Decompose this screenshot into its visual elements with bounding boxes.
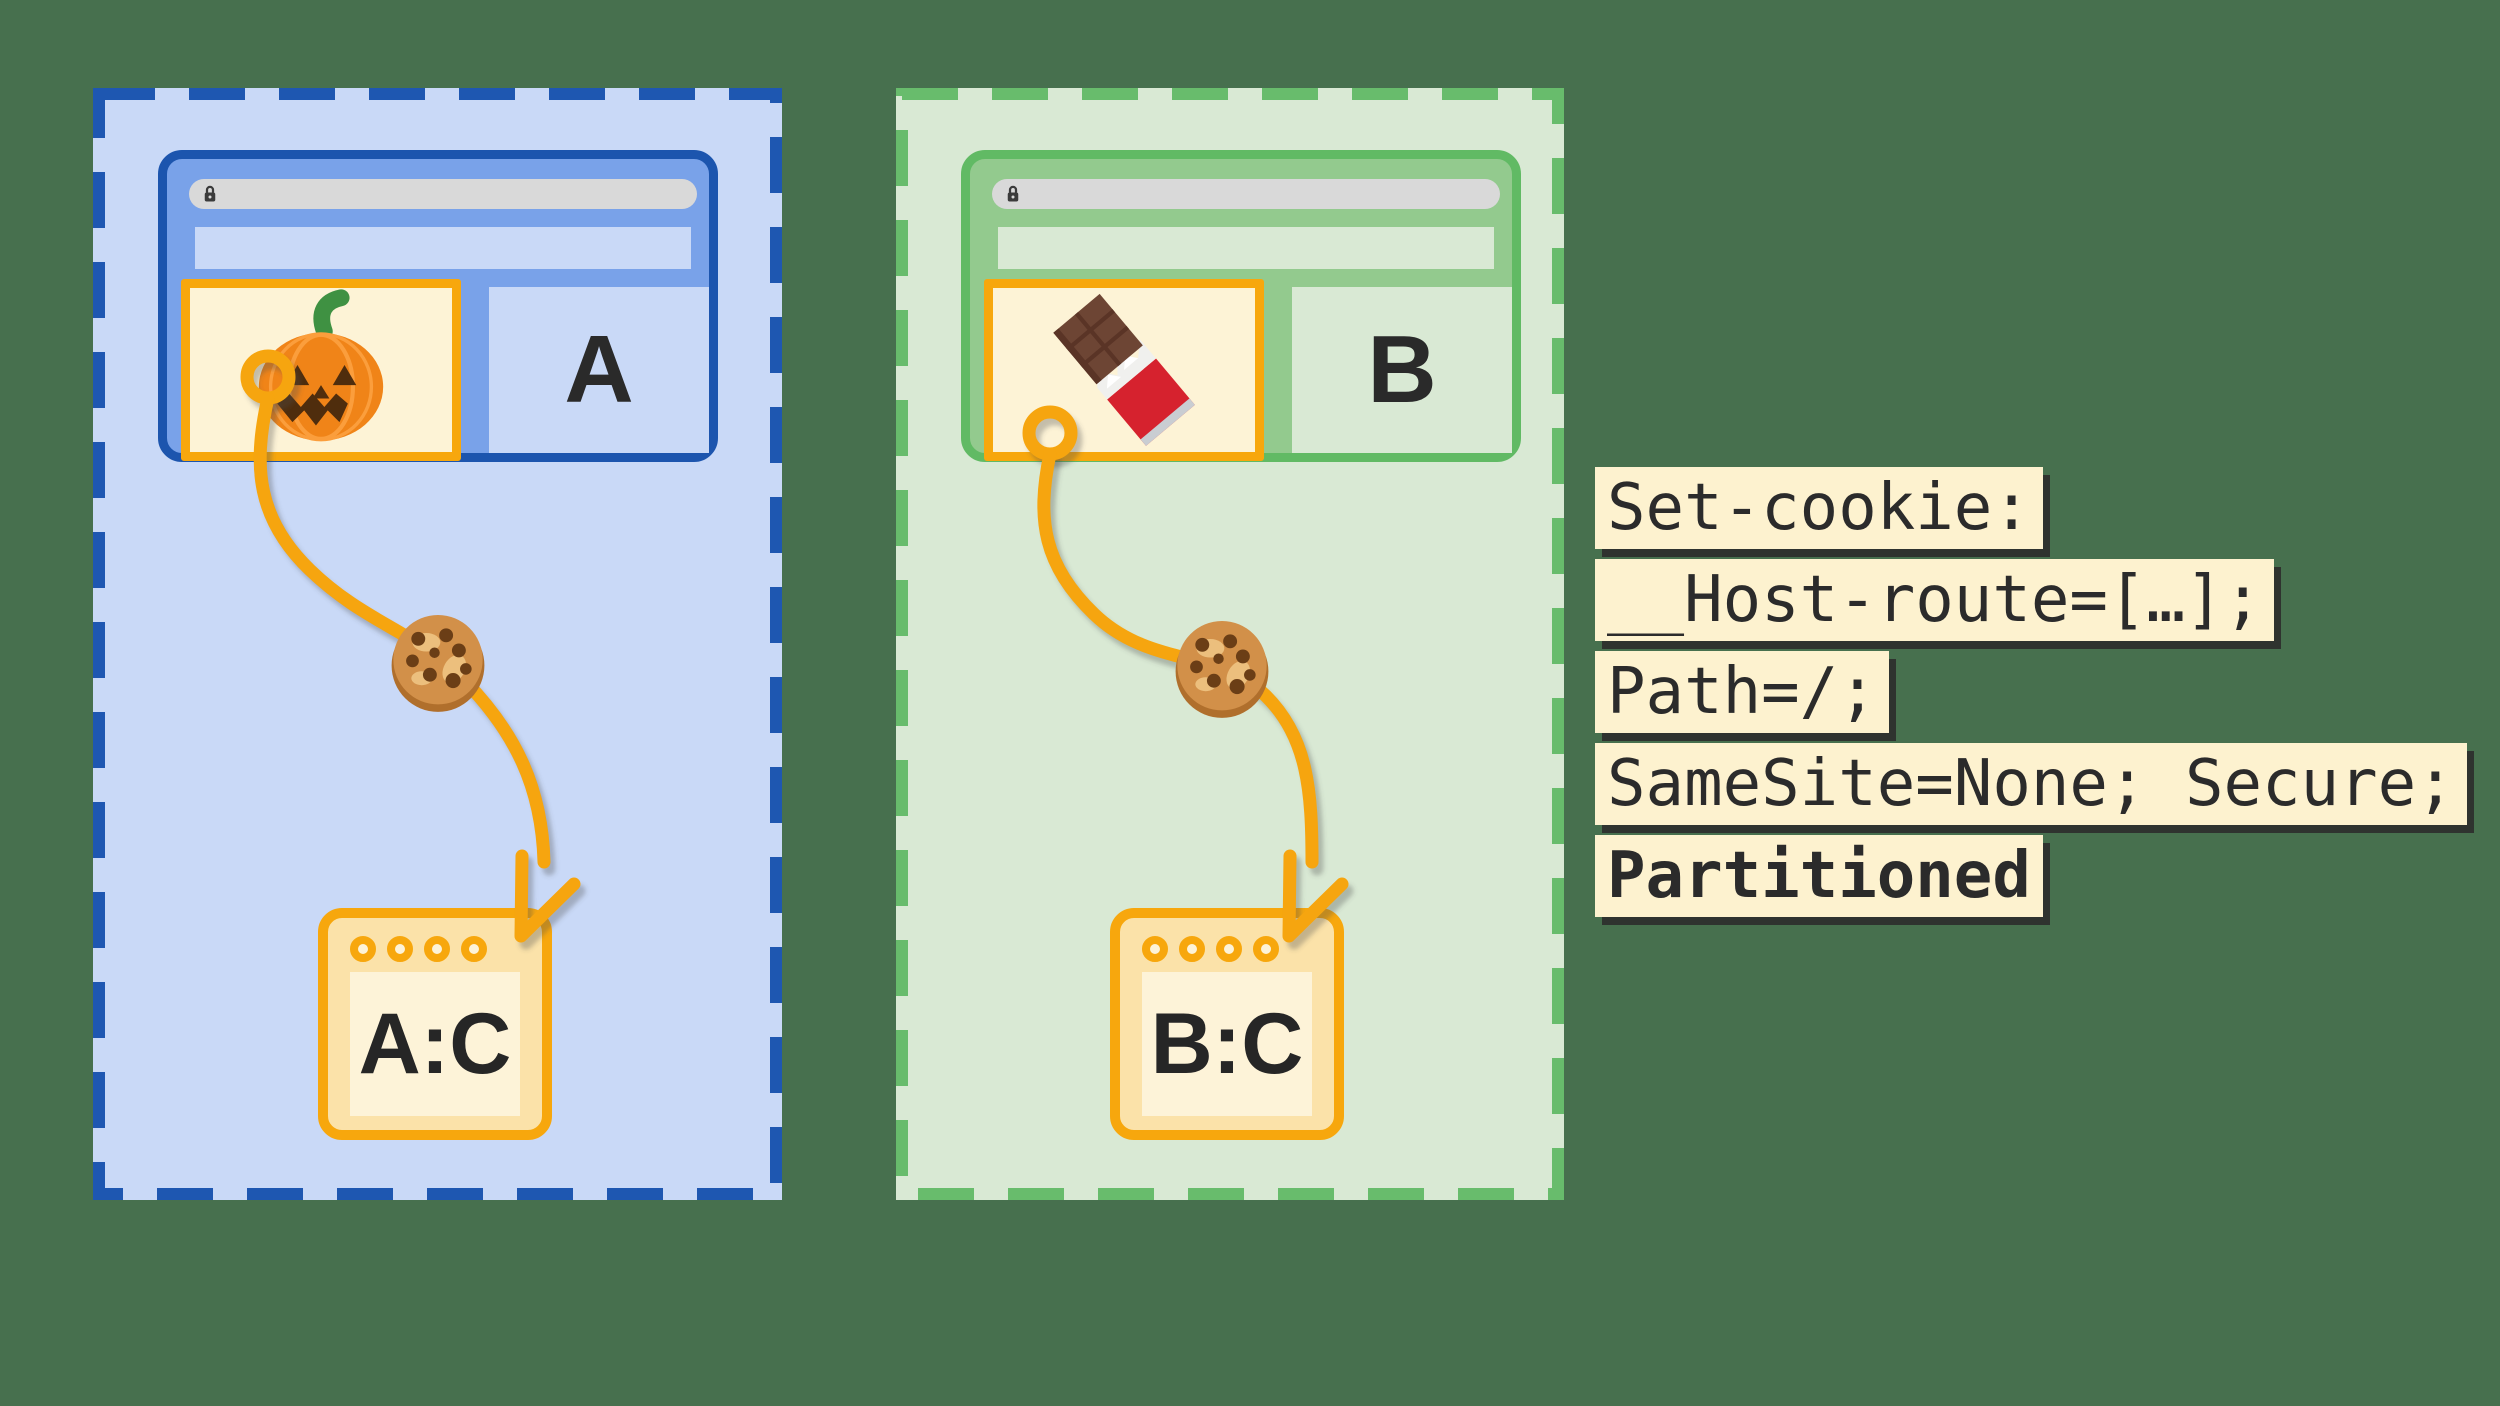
cookie-jar-dots <box>350 936 487 962</box>
cookie-emoji <box>380 604 496 720</box>
dot-icon <box>1142 936 1168 962</box>
code-line-partitioned: Partitioned <box>1595 835 2043 917</box>
dot-icon <box>387 936 413 962</box>
partition-b-panel: B B:C <box>896 88 1564 1200</box>
pumpkin-emoji <box>258 289 384 442</box>
site-a-label: A <box>489 287 709 453</box>
site-a-browser-window: A <box>158 150 718 462</box>
site-b-third-party-iframe <box>984 279 1264 461</box>
site-b-url-bar <box>992 179 1500 209</box>
dot-icon <box>1216 936 1242 962</box>
lock-icon <box>1007 185 1019 202</box>
code-line-samesite-secure: SameSite=None; Secure; <box>1595 743 2467 825</box>
code-line-set-cookie: Set-cookie: <box>1595 467 2043 549</box>
code-line-path: Path=/; <box>1595 651 1889 733</box>
cookie-jar-dots <box>1142 936 1279 962</box>
dot-icon <box>424 936 450 962</box>
site-a-cookie-jar: A:C <box>318 908 552 1140</box>
site-a-page-content-bar <box>195 227 691 269</box>
code-line-host-route: __Host-route=[…]; <box>1595 559 2275 641</box>
cookie-emoji <box>1164 610 1280 726</box>
site-b-partition-key: B:C <box>1142 972 1312 1116</box>
dot-icon <box>1179 936 1205 962</box>
dot-icon <box>461 936 487 962</box>
dot-icon <box>350 936 376 962</box>
site-a-partition-key: A:C <box>350 972 520 1116</box>
site-b-label: B <box>1292 287 1512 453</box>
chocolate-bar-emoji <box>1053 293 1195 446</box>
dot-icon <box>1253 936 1279 962</box>
site-b-browser-window: B <box>961 150 1521 462</box>
set-cookie-header-block: Set-cookie: __Host-route=[…]; Path=/; Sa… <box>1595 467 2467 927</box>
site-b-cookie-jar: B:C <box>1110 908 1344 1140</box>
lock-icon <box>204 185 216 202</box>
site-a-third-party-iframe <box>181 279 461 461</box>
site-b-page-content-bar <box>998 227 1494 269</box>
site-a-url-bar <box>189 179 697 209</box>
